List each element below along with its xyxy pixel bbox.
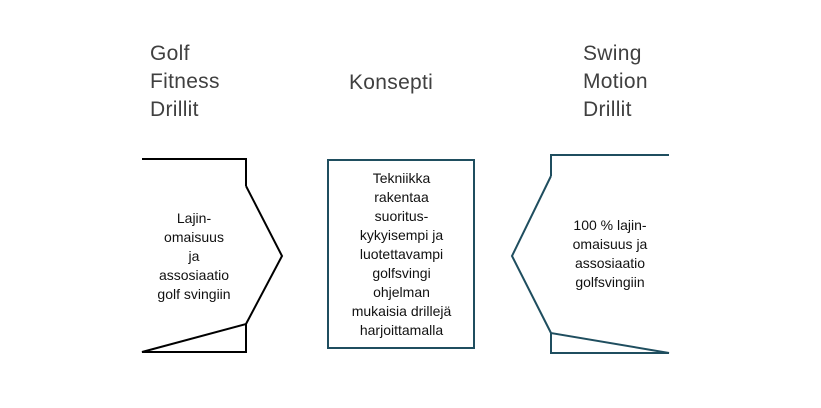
middle-concept-box	[327, 159, 475, 349]
left-box-text: Lajin- omaisuus ja assosiaatio golf svin…	[157, 209, 231, 302]
heading-konsepti: Konsepti	[349, 71, 434, 94]
middle-box-text: Tekniikka rakentaa suoritus- kykyisempi …	[351, 169, 452, 338]
heading-swing-motion-drillit: Swing Motion Drillit	[583, 42, 648, 121]
right-arrow-box	[510, 154, 670, 354]
right-box-text: 100 % lajin- omaisuus ja assosiaatio gol…	[572, 217, 648, 290]
heading-golf-fitness-drillit: Golf Fitness Drillit	[150, 42, 220, 121]
left-arrow-box	[141, 158, 284, 353]
